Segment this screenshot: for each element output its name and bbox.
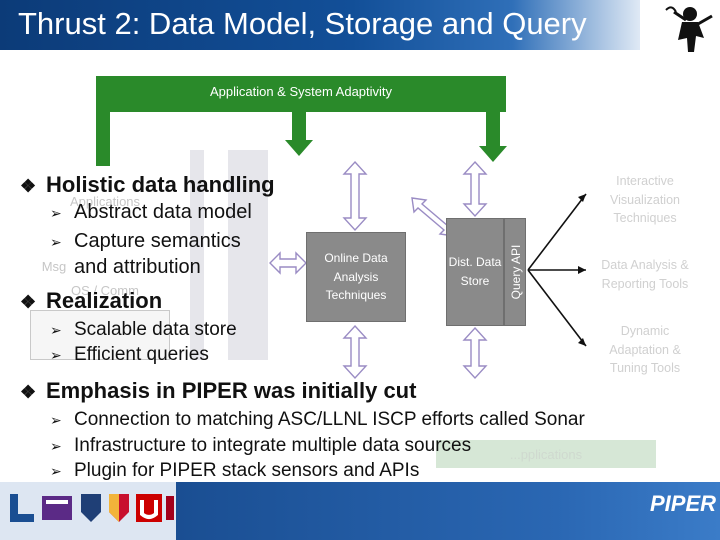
- query-api-column: Query API: [504, 218, 526, 326]
- diamond-cluster-icon: ❖: [20, 292, 37, 312]
- arrowhead-icon: ➢: [50, 412, 62, 428]
- stack-column-1: [190, 150, 204, 360]
- bullet-efficient-queries: ➢ Efficient queries: [50, 344, 209, 366]
- bullet-plugin-label: Plugin for PIPER stack sensors and APIs: [74, 460, 420, 481]
- adaptivity-leg-right: [486, 108, 500, 150]
- title-bar: Thrust 2: Data Model, Storage and Query: [0, 0, 640, 50]
- faint-label-msg: Msg: [41, 259, 67, 274]
- query-api-label: Query API: [509, 244, 523, 300]
- bullet-sonar-label: Connection to matching ASC/LLNL ISCP eff…: [74, 409, 585, 430]
- institution-logo-3-icon: [81, 494, 101, 522]
- slide-title: Thrust 2: Data Model, Storage and Query: [18, 6, 587, 41]
- stack-column-2: [228, 150, 268, 360]
- bullet-realization-label: Realization: [46, 288, 163, 313]
- bullet-capture-semantics: ➢ Capture semantics and attribution: [50, 228, 280, 280]
- footer-blue-band: [176, 482, 720, 540]
- adaptivity-arrow-right-icon: [479, 146, 507, 162]
- store-arrow-bottom-icon: [462, 326, 488, 380]
- bidirectional-arrow-bottom-icon: [342, 324, 368, 380]
- diamond-cluster-icon: ❖: [20, 382, 37, 402]
- visualization-box: Interactive Visualization Techniques: [610, 173, 680, 226]
- online-analysis-box: Online Data Analysis Techniques: [306, 232, 406, 322]
- diamond-cluster-icon: ❖: [20, 176, 37, 196]
- institution-logo-4-icon: [109, 494, 129, 522]
- institution-logo-6-icon: [166, 496, 174, 520]
- arrowhead-icon: ➢: [50, 205, 62, 221]
- adaptivity-bar: Application & System Adaptivity: [96, 76, 506, 112]
- bullet-emphasis: ❖ Emphasis in PIPER was initially cut: [20, 378, 416, 404]
- institution-logo-1-icon: [10, 494, 34, 522]
- tuning-tools-box: Dynamic Adaptation & Tuning Tools: [609, 323, 681, 376]
- reporting-tools-box: Data Analysis & Reporting Tools: [601, 258, 689, 291]
- bullet-scalable-store-label: Scalable data store: [74, 319, 237, 340]
- bullet-abstract-model-label: Abstract data model: [74, 201, 252, 223]
- institution-logo-5-icon: [136, 494, 162, 522]
- store-arrow-top-icon: [462, 160, 488, 218]
- bullet-sonar: ➢ Connection to matching ASC/LLNL ISCP ef…: [50, 409, 585, 431]
- bullet-infrastructure-label: Infrastructure to integrate multiple dat…: [74, 435, 472, 456]
- arrowhead-icon: ➢: [50, 438, 62, 454]
- faint-label-os-comm: OS / Comm: [71, 283, 139, 298]
- adaptivity-label: Application & System Adaptivity: [209, 84, 393, 99]
- arrowhead-icon: ➢: [50, 322, 62, 338]
- adaptivity-leg-left: [96, 76, 110, 166]
- adaptivity-arrow-middle-icon: [285, 140, 313, 156]
- bullet-capture-semantics-label: Capture semantics and attribution: [74, 230, 241, 278]
- arrowhead-icon: ➢: [50, 463, 62, 479]
- data-store-box: Dist. Data Store: [446, 218, 504, 326]
- bullet-holistic-label: Holistic data handling: [46, 172, 275, 197]
- bullet-emphasis-label: Emphasis in PIPER was initially cut: [46, 378, 417, 403]
- footer-bar: [0, 482, 720, 540]
- bullet-plugin: ➢ Plugin for PIPER stack sensors and APIs: [50, 460, 419, 482]
- bullet-scalable-store: ➢ Scalable data store: [50, 319, 237, 341]
- mascot-logo-icon: [665, 6, 713, 52]
- footer-brand: PIPER: [650, 492, 717, 516]
- bidirectional-arrow-top-icon: [342, 160, 368, 232]
- bullet-realization: ❖ Realization: [20, 288, 162, 314]
- faint-label-applications: Applications: [69, 194, 141, 209]
- bullet-efficient-queries-label: Efficient queries: [74, 344, 209, 365]
- applications-band: ...pplications: [436, 440, 656, 468]
- bullet-holistic: ❖ Holistic data handling: [20, 172, 275, 198]
- applications-band-label: ...pplications: [509, 447, 583, 462]
- adaptivity-leg-middle: [292, 108, 306, 144]
- arrowhead-icon: ➢: [50, 234, 62, 250]
- bullet-infrastructure: ➢ Infrastructure to integrate multiple da…: [50, 435, 471, 457]
- bullet-abstract-model: ➢ Abstract data model: [50, 201, 252, 224]
- fan-out-arrows-icon: [527, 193, 587, 347]
- institution-logo-2-icon: [42, 496, 72, 520]
- arrowhead-icon: ➢: [50, 347, 62, 363]
- faint-layer-box: [30, 310, 170, 360]
